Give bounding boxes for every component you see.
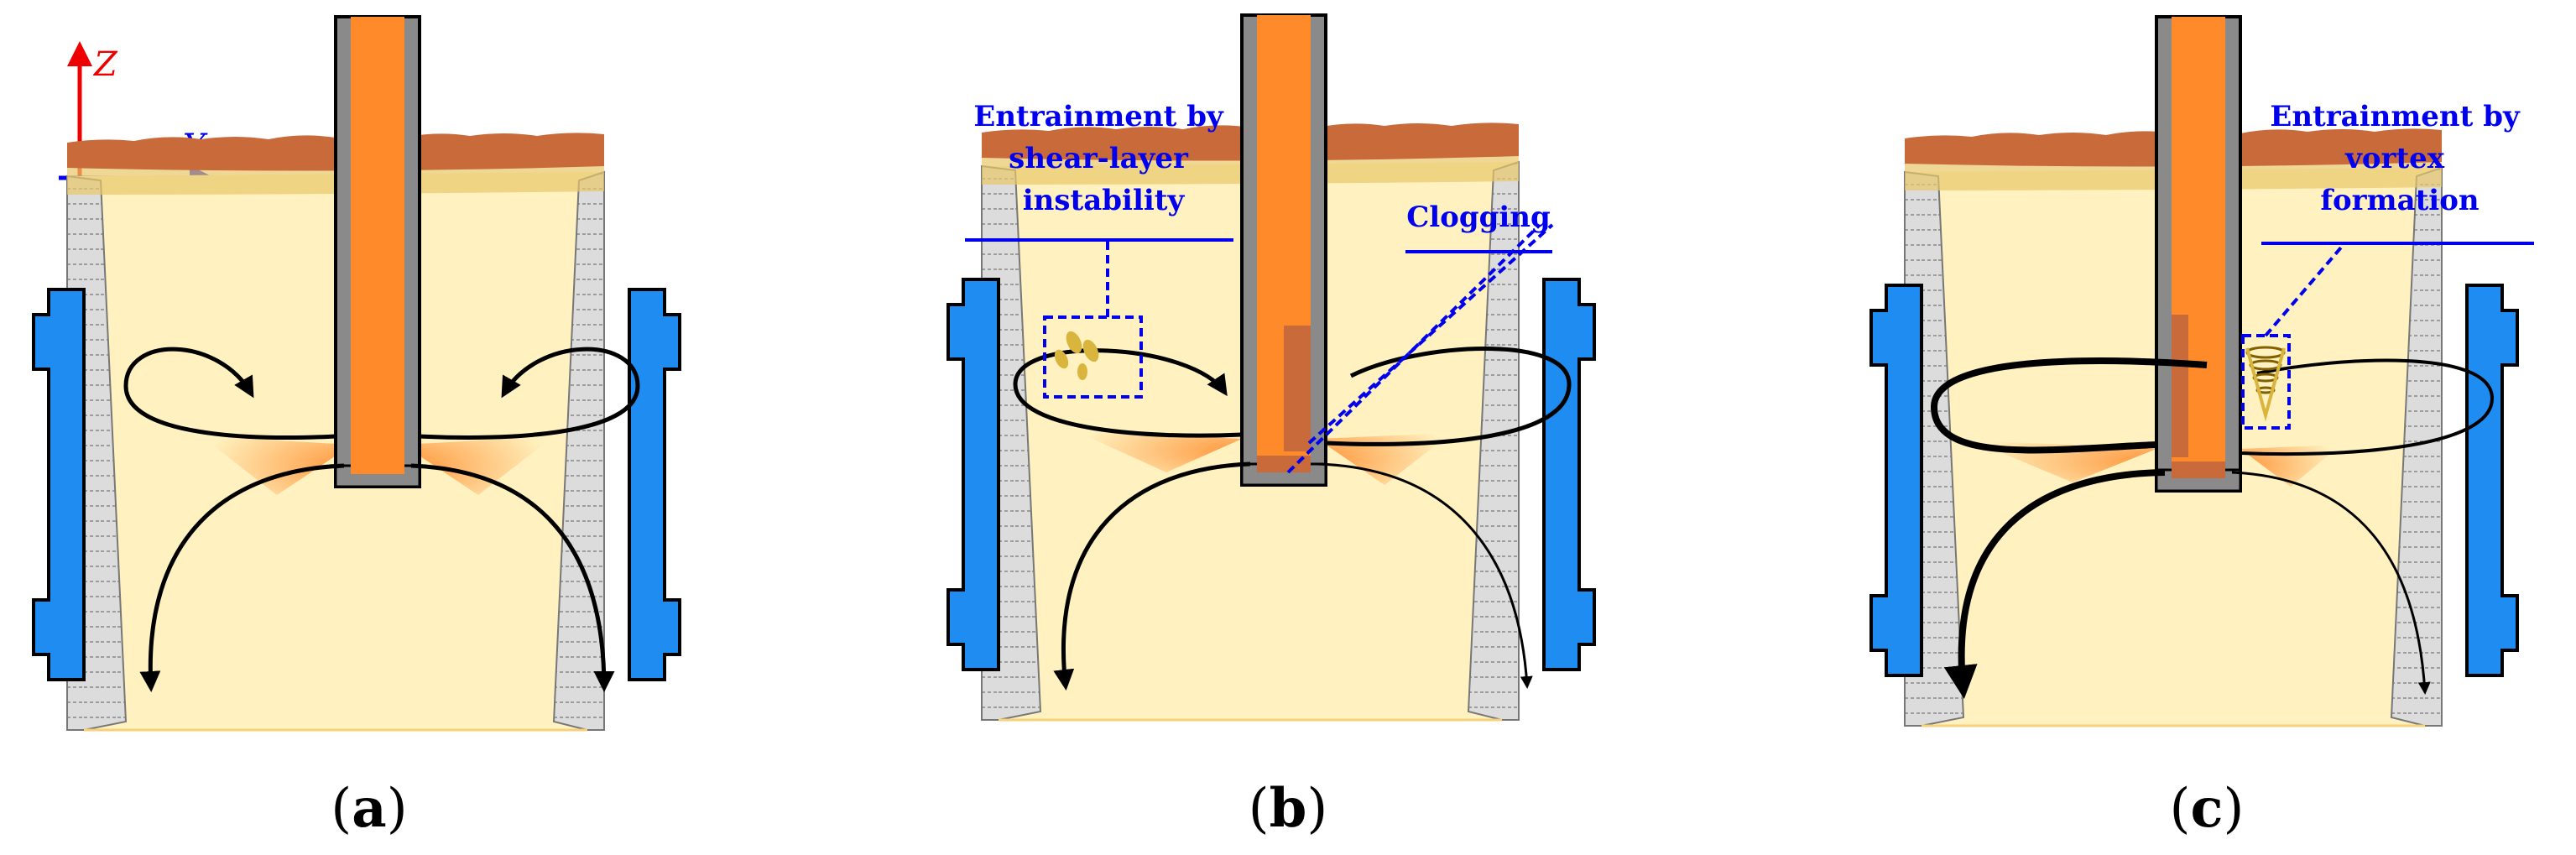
jet-right (403, 436, 554, 495)
lower-loop-left (1943, 469, 2166, 699)
lower-loop-left (139, 463, 345, 692)
panel-a: (a) (32, 15, 681, 840)
upper-loop-right (2240, 358, 2495, 456)
clog-bottom (1257, 456, 1311, 472)
upper-loop-left (1013, 348, 1243, 438)
panel-c: Entrainment by vortex formation (c) (1869, 15, 2534, 840)
vortex-icon (2245, 346, 2286, 422)
upper-loop-left (1930, 357, 2208, 454)
clog-deposit (1284, 326, 1311, 451)
jet-left (201, 436, 352, 495)
clog-bottom (2172, 461, 2225, 478)
lower-loop-right (1317, 462, 1533, 689)
panel-c-caption: (c) (2170, 777, 2245, 840)
lower-loop-left (1053, 461, 1251, 691)
vortex-highlight-box (2241, 334, 2291, 430)
upper-loop-left (123, 347, 336, 440)
panel-a-caption: (a) (331, 777, 407, 840)
mold-plate-right (628, 288, 681, 681)
upper-loop-right (1325, 347, 1572, 446)
jet-left (1074, 430, 1242, 472)
vortex-annotation: Entrainment by vortex formation (2270, 100, 2529, 217)
lower-loop-right (410, 463, 615, 692)
mold-plate-left (1869, 284, 1923, 677)
upper-loop-right (419, 347, 640, 440)
shear-layer-highlight-box (1043, 315, 1143, 399)
sen-port (351, 457, 404, 474)
mold-plate-left (946, 278, 1000, 671)
panel-b: Entrainment by shear-layer instability C… (946, 13, 1596, 840)
vortex-leader (2264, 246, 2343, 337)
clogging-annotation: Clogging (1406, 201, 1551, 234)
slag-droplets (1054, 331, 1099, 380)
mold-plate-right (2465, 284, 2519, 677)
clog-deposit (2172, 315, 2188, 457)
lower-loop-right (2231, 471, 2431, 695)
panel-b-caption: (b) (1249, 777, 1328, 840)
mold-plate-right (1542, 278, 1596, 671)
z-axis-label: Z (92, 45, 118, 84)
mold-plate-left (32, 288, 86, 681)
sen-bore (351, 17, 404, 466)
shear-layer-annotation: Entrainment by shear-layer instability (973, 100, 1233, 217)
clogging-leader-2 (1307, 223, 1554, 445)
